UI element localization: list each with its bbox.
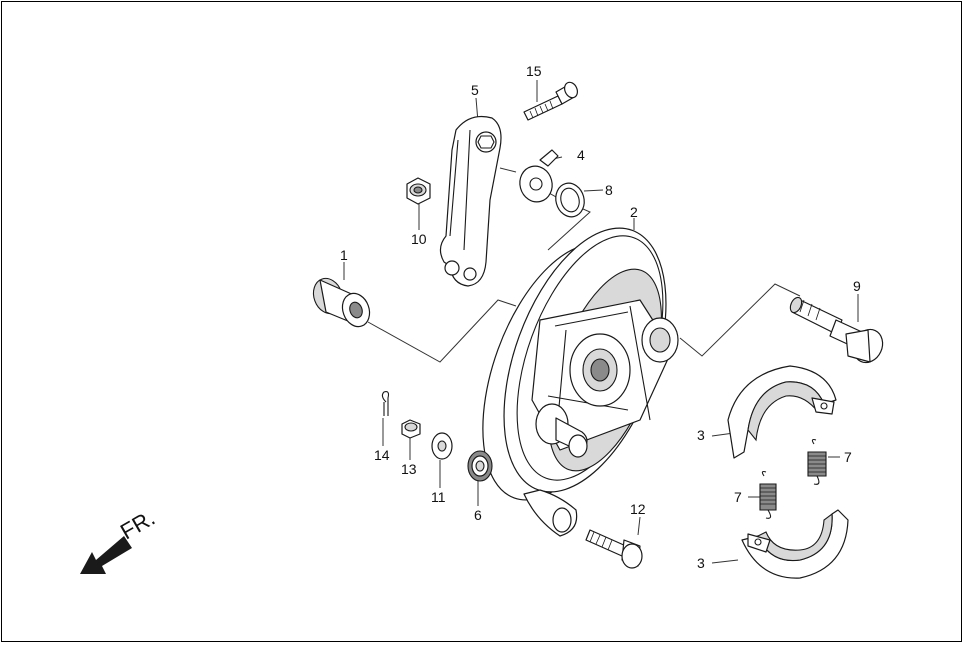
nut-part[interactable] xyxy=(406,177,431,205)
shoe-spring-left-part[interactable] xyxy=(759,470,777,519)
callout-15: 15 xyxy=(526,63,542,79)
callout-7-right: 7 xyxy=(844,449,852,465)
callout-14: 14 xyxy=(374,447,390,463)
callout-13: 13 xyxy=(401,461,417,477)
bolt-part[interactable] xyxy=(523,80,580,121)
callout-5: 5 xyxy=(471,82,479,98)
callout-7-left: 7 xyxy=(734,489,742,505)
brake-cam-part[interactable] xyxy=(788,296,888,368)
shoe-spring-right-part[interactable] xyxy=(807,438,827,485)
callout-6: 6 xyxy=(474,507,482,523)
callout-11: 11 xyxy=(431,489,446,505)
o-ring-part[interactable] xyxy=(552,180,588,220)
callout-3-upper: 3 xyxy=(697,427,705,443)
callout-4: 4 xyxy=(577,147,585,163)
castle-nut-part[interactable] xyxy=(401,419,421,439)
callout-10: 10 xyxy=(411,231,427,247)
anchor-bolt-part[interactable] xyxy=(585,529,643,569)
brake-shoe-lower-part[interactable] xyxy=(741,509,849,579)
brake-arm-part[interactable] xyxy=(439,115,502,287)
callout-8: 8 xyxy=(605,182,613,198)
front-direction-arrow-icon xyxy=(80,536,132,574)
bearing-part[interactable] xyxy=(467,450,493,482)
front-direction-indicator: FR. xyxy=(80,505,159,574)
callout-9: 9 xyxy=(853,278,861,294)
brake-panel-part[interactable] xyxy=(452,206,698,537)
callout-3-lower: 3 xyxy=(697,555,705,571)
indicator-plate-part[interactable] xyxy=(516,149,559,206)
callout-2: 2 xyxy=(630,204,638,220)
cotter-pin-part[interactable] xyxy=(381,391,390,416)
washer-part[interactable] xyxy=(431,432,453,460)
callout-12: 12 xyxy=(630,501,646,517)
callout-1: 1 xyxy=(340,247,348,263)
brake-shoe-upper-part[interactable] xyxy=(727,365,837,459)
collar-part[interactable] xyxy=(309,274,374,330)
callout-labels: 1 2 3 3 4 5 6 7 7 8 9 10 11 12 13 14 15 xyxy=(340,63,861,571)
